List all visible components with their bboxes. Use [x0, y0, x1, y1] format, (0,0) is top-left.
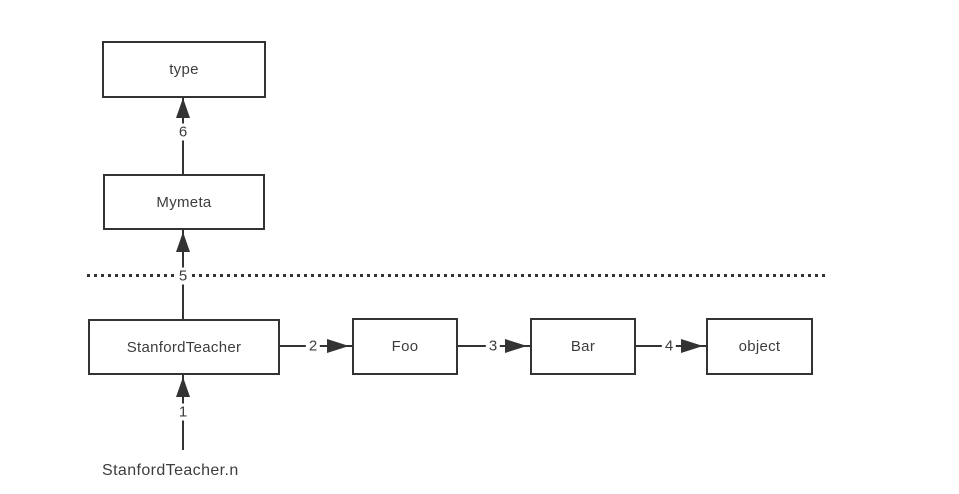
arrowhead-up-icon [176, 98, 190, 118]
edge-label-5: 5 [175, 267, 191, 285]
node-object: object [706, 318, 813, 375]
edge-label-6: 6 [175, 123, 191, 141]
edge-label-1: 1 [175, 403, 191, 421]
node-foo: Foo [352, 318, 458, 375]
arrowhead-up-icon [176, 232, 190, 252]
arrowhead-up-icon [176, 377, 190, 397]
caption-stanfordteacher-n: StanfordTeacher.n [102, 462, 239, 479]
arrowhead-right-icon [681, 339, 703, 353]
node-bar: Bar [530, 318, 636, 375]
edge-label-4: 4 [661, 337, 677, 355]
dotted-divider-line [87, 274, 825, 277]
arrowhead-right-icon [327, 339, 349, 353]
edge-label-2: 2 [305, 337, 321, 355]
arrowhead-right-icon [505, 339, 527, 353]
node-type: type [102, 41, 266, 98]
node-mymeta: Mymeta [103, 174, 265, 230]
edge-label-3: 3 [485, 337, 501, 355]
node-stanfordteacher: StanfordTeacher [88, 319, 280, 375]
